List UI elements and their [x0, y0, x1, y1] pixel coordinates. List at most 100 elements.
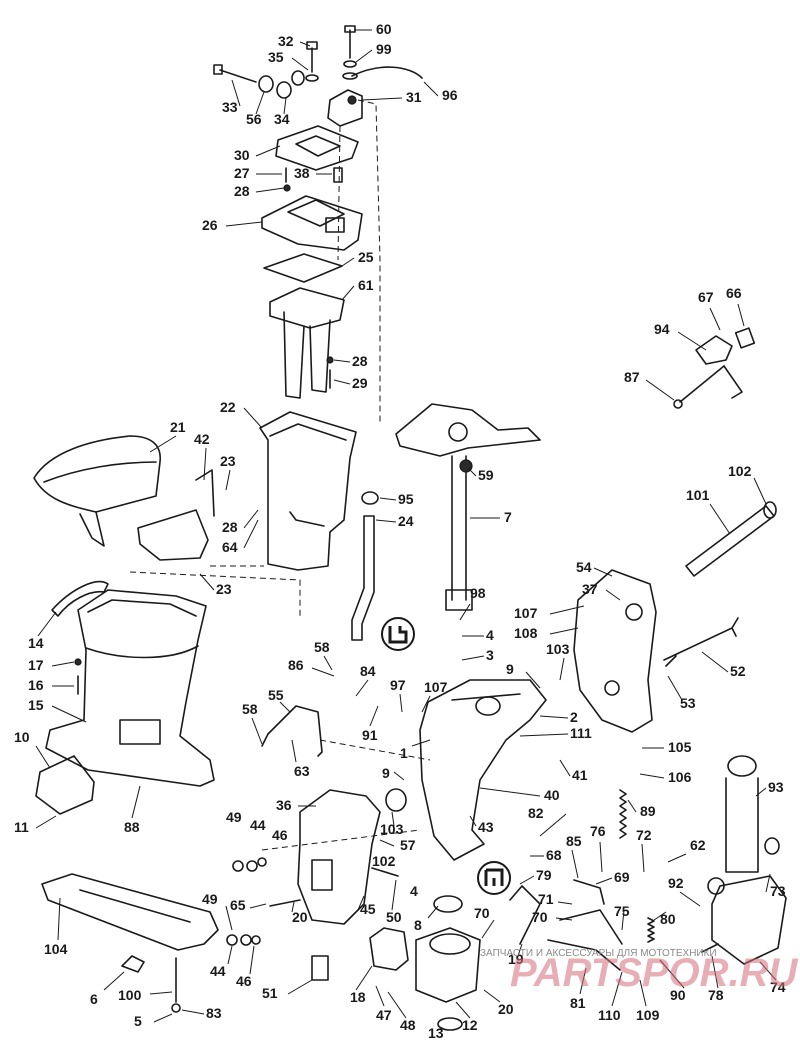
callout-label: 70: [532, 909, 548, 925]
callout-label: 5: [134, 1013, 142, 1029]
callout-label: 7: [504, 509, 512, 525]
watermark-caption: ЗАПЧАСТИ И АКСЕССУАРЫ ДЛЯ МОТОТЕХНИКИ: [480, 948, 717, 959]
callout-label: 49: [226, 809, 242, 825]
grease-symbol-icon: [381, 617, 415, 651]
callout-label: 3: [486, 647, 494, 663]
small-spring: [647, 917, 655, 943]
callout-label: 40: [544, 787, 560, 803]
callout-label: 49: [202, 891, 218, 907]
callout-label: 90: [670, 987, 686, 1003]
callout-label: 53: [680, 695, 696, 711]
grease-symbol-icon: [477, 861, 511, 895]
link-rod: [261, 705, 323, 757]
callout-label: 93: [768, 779, 784, 795]
callout-label: 20: [292, 909, 308, 925]
callout-label: 16: [28, 677, 44, 693]
callout-label: 67: [698, 289, 714, 305]
callout-label: 102: [372, 853, 396, 869]
tilt-lever: [673, 327, 756, 409]
callout-label: 97: [390, 677, 406, 693]
callout-label: 8: [414, 917, 422, 933]
callout-label: 71: [538, 891, 554, 907]
watermark-logo: PARTSPOR.RU: [510, 951, 799, 995]
callout-label: 37: [582, 581, 598, 597]
callout-label: 108: [514, 625, 538, 641]
callout-label: 55: [268, 687, 284, 703]
callout-label: 34: [274, 111, 290, 127]
callout-label: 28: [222, 519, 238, 535]
callout-label: 72: [636, 827, 652, 843]
spring: [619, 789, 627, 839]
callout-label: 1: [400, 745, 408, 761]
callout-label: 63: [294, 763, 310, 779]
callout-leaders: [35, 29, 777, 1031]
callout-label: 9: [506, 661, 514, 677]
callout-label: 25: [358, 249, 374, 265]
callout-label: 88: [124, 819, 140, 835]
callout-label: 62: [690, 837, 706, 853]
callout-label: 52: [730, 663, 746, 679]
callout-label: 54: [576, 559, 592, 575]
callout-label: 12: [462, 1017, 478, 1033]
callout-label: 23: [220, 453, 236, 469]
callout-label: 30: [234, 147, 250, 163]
callout-label: 95: [398, 491, 414, 507]
callout-label: 32: [278, 33, 294, 49]
callout-label: 21: [170, 419, 186, 435]
callout-label: 28: [352, 353, 368, 369]
callout-label: 64: [222, 539, 238, 555]
callout-label: 111: [570, 725, 592, 741]
callout-label: 6: [90, 991, 98, 1007]
stern-bracket-right: [573, 569, 657, 733]
callout-label: 65: [230, 897, 246, 913]
callout-label: 44: [210, 963, 226, 979]
callout-label: 28: [234, 183, 250, 199]
callout-label: 89: [640, 803, 656, 819]
callout-label: 29: [352, 375, 368, 391]
top-cover-assembly: [213, 25, 423, 424]
callout-label: 103: [380, 821, 404, 837]
callout-label: 76: [590, 823, 606, 839]
tilt-tube: [685, 501, 777, 577]
callout-label: 107: [424, 679, 448, 695]
callout-label: 100: [118, 987, 142, 1003]
callout-label: 45: [360, 901, 376, 917]
callout-label: 44: [250, 817, 266, 833]
callout-label: 81: [570, 995, 586, 1011]
callout-label: 4: [486, 627, 494, 643]
callout-label: 98: [470, 585, 486, 601]
water-tube: [351, 491, 379, 641]
callout-label: 60: [376, 21, 392, 37]
callout-label: 35: [268, 49, 284, 65]
callout-label: 85: [566, 833, 582, 849]
lower-mount-parts: [41, 857, 623, 1031]
callout-label: 56: [246, 111, 262, 127]
callout-label: 74: [770, 979, 786, 995]
callout-label: 2: [570, 709, 578, 725]
callout-label: 11: [14, 819, 29, 835]
callout-label: 14: [28, 635, 44, 651]
callout-label: 80: [660, 911, 676, 927]
callout-label: 91: [362, 727, 378, 743]
callout-label: 106: [668, 769, 692, 785]
callout-label: 20: [498, 1001, 514, 1017]
callout-label: 43: [478, 819, 494, 835]
callout-label: 107: [514, 605, 538, 621]
callout-label: 38: [294, 165, 310, 181]
callout-label: 75: [614, 903, 630, 919]
callout-label: 46: [236, 973, 252, 989]
callout-label: 92: [668, 875, 684, 891]
swivel-bracket: [419, 679, 547, 861]
trim-cylinder: [701, 755, 787, 965]
callout-label: 110: [598, 1007, 621, 1023]
stern-bracket-left: [297, 788, 407, 925]
callout-label: 36: [276, 797, 292, 813]
callout-label: 94: [654, 321, 670, 337]
callout-label: 69: [614, 869, 630, 885]
callout-label: 96: [442, 87, 458, 103]
callout-label: 59: [478, 467, 494, 483]
drive-shaft-housing: [35, 580, 215, 815]
callout-label: 42: [194, 431, 210, 447]
callout-label: 101: [686, 487, 710, 503]
